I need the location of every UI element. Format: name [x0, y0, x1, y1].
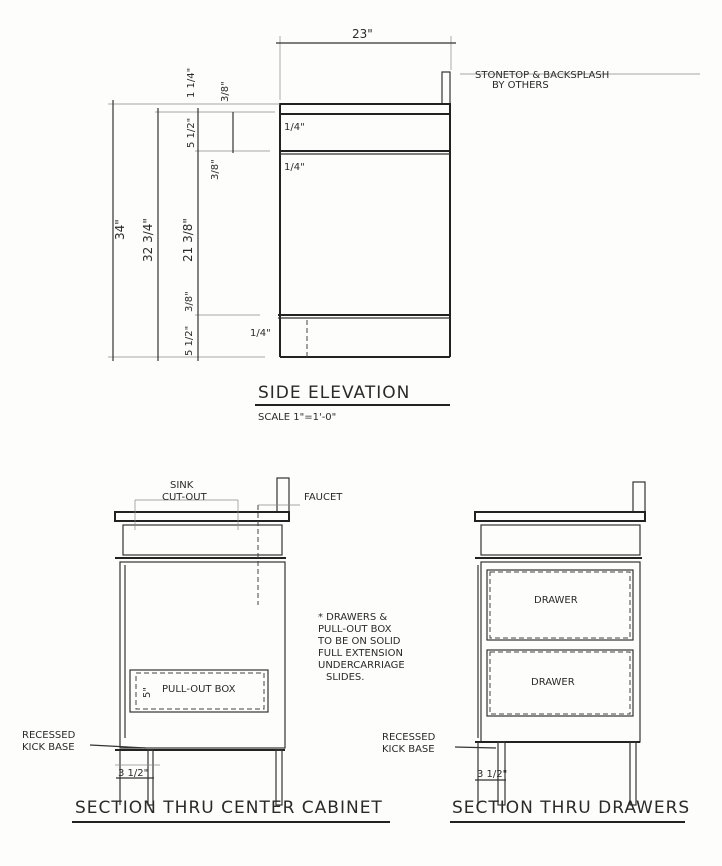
scale-label: SCALE 1"=1'-0": [258, 412, 336, 423]
kick-label-1: RECESSED: [22, 730, 76, 741]
sink-label: SINK: [170, 480, 194, 491]
depth-dim: 23": [352, 27, 373, 41]
cabinet-height-dim: 32 3/4": [141, 218, 155, 262]
note-line: PULL-OUT BOX: [318, 624, 392, 635]
reveal-mid-dim: 1/4": [284, 162, 305, 173]
pullout-dim: 5": [142, 687, 153, 698]
side-elevation: 23" STONETOP & BACKSPLASH BY OTHERS 34" …: [108, 27, 700, 423]
stonetop: [279, 103, 451, 115]
kick-label-1: RECESSED: [382, 732, 436, 743]
note-line: UNDERCARRIAGE: [318, 660, 405, 671]
note-line: FULL EXTENSION: [318, 648, 403, 659]
toe-kick-dim: 5 1/2": [184, 326, 195, 356]
reveal-bottom-dim: 1/4": [250, 328, 271, 339]
toe-gap-dim: 3/8": [184, 291, 195, 312]
section-drawers-title: SECTION THRU DRAWERS: [452, 798, 690, 818]
drawer-2-label: DRAWER: [531, 677, 575, 688]
note-line: TO BE ON SOLID: [317, 636, 401, 647]
stonetop-note-1: STONETOP & BACKSPLASH: [475, 70, 609, 81]
door-dim: 21 3/8": [181, 218, 195, 262]
kick-label-2: KICK BASE: [22, 742, 75, 753]
kick-dim: 3 1/2": [118, 768, 148, 779]
rail-gap-dim: 3/8": [210, 159, 221, 180]
reveal-top-dim: 1/4": [284, 122, 305, 133]
section-drawers: DRAWER DRAWER RECESSED KICK BASE 3 1/2" …: [382, 481, 690, 823]
note-line: SLIDES.: [326, 672, 364, 683]
faucet-label: FAUCET: [304, 492, 343, 503]
drawer-1-label: DRAWER: [534, 595, 578, 606]
section-center-title: SECTION THRU CENTER CABINET: [75, 798, 383, 818]
top-gap-dim: 3/8": [220, 81, 231, 102]
cutout-label: CUT-OUT: [162, 492, 208, 503]
top-drawer-dim: 5 1/2": [186, 118, 197, 148]
stonetop-note-2: BY OTHERS: [492, 80, 549, 91]
note-line: * DRAWERS &: [318, 612, 387, 623]
kick-base: [497, 741, 506, 806]
countertop: [114, 511, 290, 522]
backsplash: [441, 71, 451, 105]
slides-note: * DRAWERS & PULL-OUT BOX TO BE ON SOLID …: [317, 612, 405, 683]
counter-dim: 1 1/4": [186, 68, 197, 98]
pull-out-box: [129, 669, 269, 713]
pullout-label: PULL-OUT BOX: [162, 684, 236, 695]
countertop: [474, 511, 646, 522]
total-height-dim: 34": [113, 219, 127, 240]
kick-label-2: KICK BASE: [382, 744, 435, 755]
side-elevation-title: SIDE ELEVATION: [258, 383, 410, 403]
drawer-1: [486, 569, 634, 641]
kick-dim: 3 1/2": [477, 769, 507, 780]
section-center-cabinet: SINK CUT-OUT FAUCET PULL-OUT BOX 5" RECE…: [22, 477, 390, 823]
drawer-2: [486, 649, 634, 717]
